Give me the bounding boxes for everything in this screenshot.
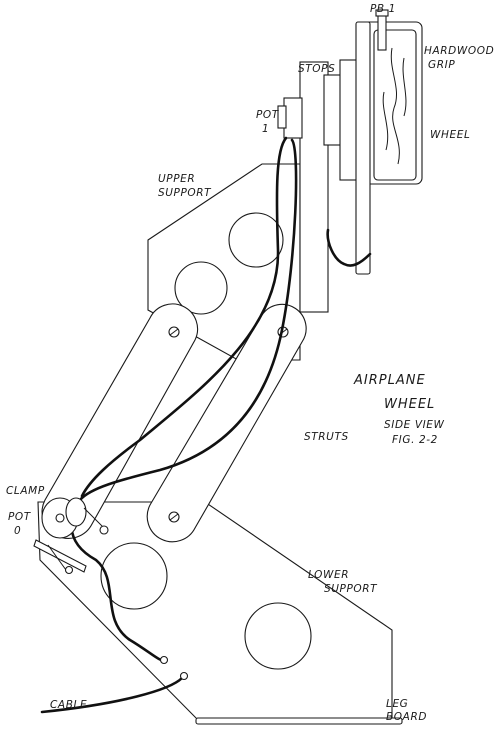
stops-label: STOPS	[298, 63, 335, 75]
pot0-label-2: 0	[14, 525, 21, 537]
cable-label: CABLE	[50, 699, 87, 711]
leg-board-label-2: BOARD	[386, 711, 427, 723]
pot1-label-1: POT	[256, 109, 280, 121]
pot0-screw	[55, 513, 65, 523]
figure-title-1: AIRPLANE	[353, 373, 426, 388]
lower-support-hole-2	[244, 602, 312, 670]
cable-terminal-2	[179, 671, 189, 681]
pot1-housing	[283, 97, 303, 139]
cable-main	[70, 138, 298, 662]
cable-output	[40, 676, 184, 714]
wheel-back-plate	[355, 21, 371, 275]
clamp-bracket	[33, 539, 87, 573]
struts-label: STRUTS	[304, 431, 349, 443]
leg-board-label-1: LEG	[386, 698, 408, 710]
clamp-rod	[47, 544, 67, 571]
cable-to-pb1	[326, 228, 372, 267]
lower-support-plate	[37, 501, 393, 721]
figure-number: FIG. 2-2	[392, 434, 438, 446]
strut-pivot-slot-1	[169, 328, 179, 336]
cable-to-pot1	[80, 136, 288, 498]
upright-post	[299, 61, 329, 313]
leg-board	[195, 717, 403, 725]
pot0-label-1: POT	[8, 511, 32, 523]
pb1-label: PB 1	[370, 3, 396, 15]
figure-title-2: WHEEL	[384, 397, 435, 412]
lower-support-hole-1	[100, 542, 168, 610]
pot0-lever-end	[99, 525, 109, 535]
wood-grain	[382, 47, 407, 165]
pot1-knob	[277, 105, 287, 129]
lower-support-label-2: SUPPORT	[324, 583, 378, 595]
pb1-cap	[375, 9, 389, 17]
pb1-button	[377, 13, 387, 51]
lower-support-label-1: LOWER	[308, 569, 349, 581]
upper-support-label-2: SUPPORT	[158, 187, 212, 199]
upper-support-label-1: UPPER	[158, 173, 195, 185]
pot0-face	[65, 497, 87, 527]
strut-pivot-slot-3	[169, 513, 179, 521]
pot1-label-2: 1	[262, 123, 269, 135]
hardwood-grip-label-2: GRIP	[428, 59, 455, 71]
upper-support-hole-2	[174, 261, 228, 315]
wheel-label: WHEEL	[430, 129, 470, 141]
hardwood-grip-label-1: HARDWOOD	[424, 45, 494, 57]
strut-right	[146, 303, 307, 543]
clamp-rod-end	[64, 565, 74, 575]
figure-subtitle: SIDE VIEW	[384, 419, 445, 431]
clamp-label: CLAMP	[6, 485, 45, 497]
upper-support-hole-1	[228, 212, 284, 268]
cable-terminal-1	[159, 655, 169, 665]
